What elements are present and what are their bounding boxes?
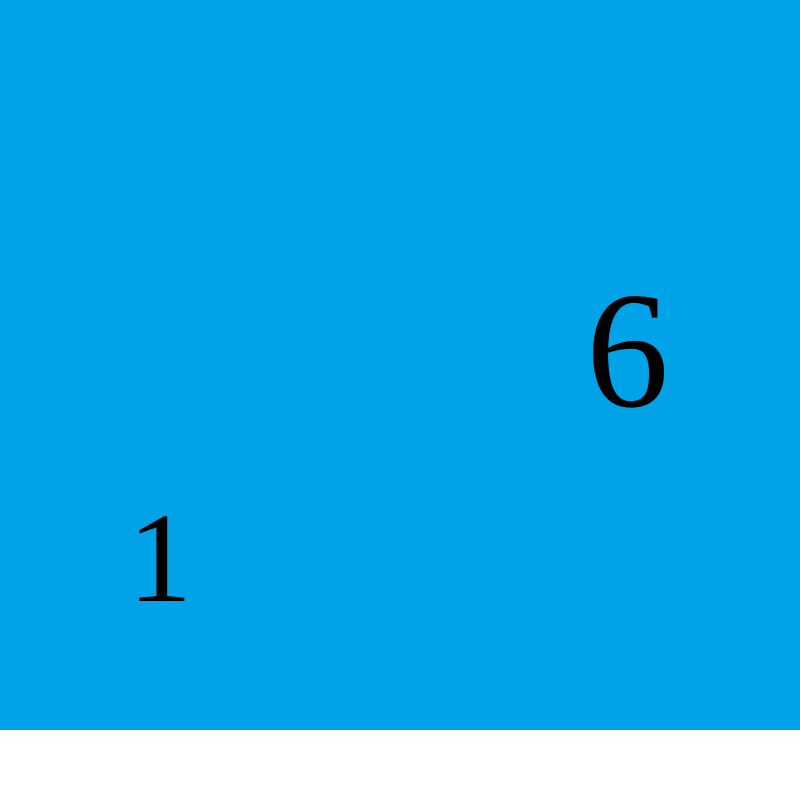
cell-number-6[interactable]: 6	[586, 258, 669, 442]
game-board: 6 1	[0, 0, 800, 730]
bottom-strip	[0, 730, 800, 800]
cell-number-1[interactable]: 1	[128, 487, 192, 629]
